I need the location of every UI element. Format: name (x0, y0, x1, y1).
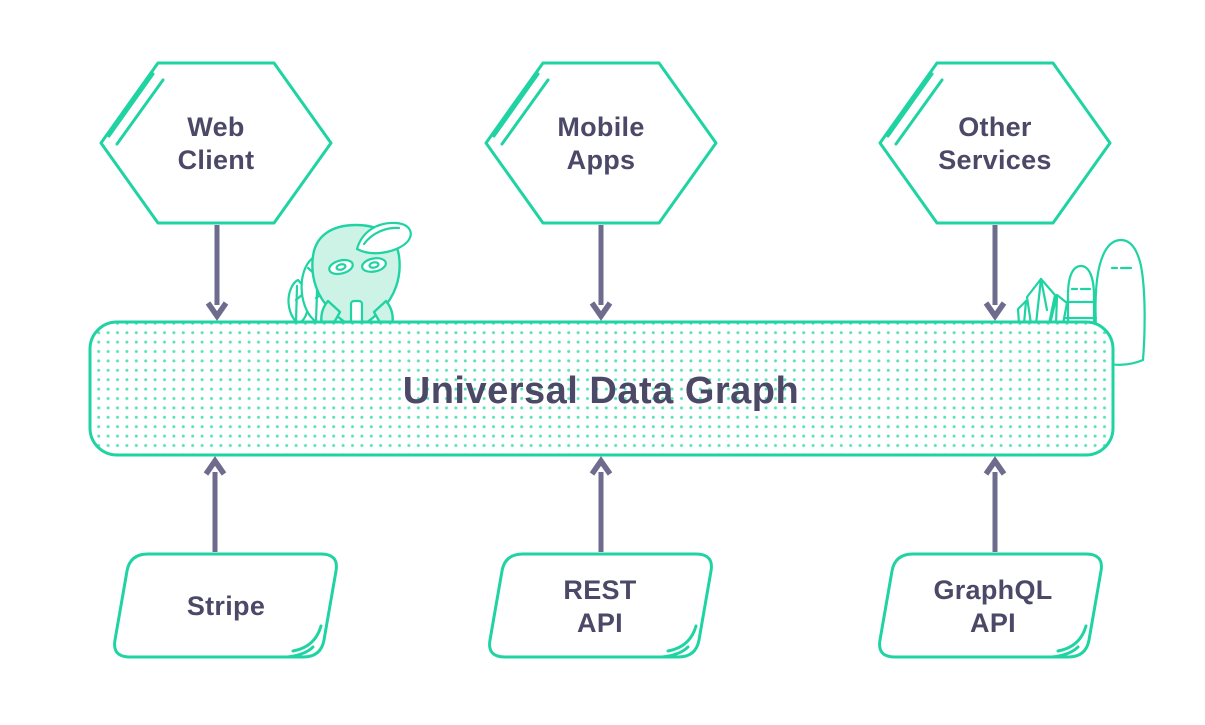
node-label-line1: Web (187, 112, 244, 142)
arrow-down-web-client (205, 225, 229, 321)
node-label-line1: Other (958, 112, 1032, 142)
ghost-eye-right-icon (361, 257, 387, 273)
universal-data-graph-bar: Universal Data Graph (88, 320, 1115, 457)
node-label-line2: Services (938, 145, 1052, 175)
node-label-line2: Apps (567, 145, 636, 175)
hexagon-node-other-services: Other Services (878, 61, 1112, 225)
halo-leaf-icon (355, 221, 412, 255)
ghost-eye-left-icon (328, 258, 354, 276)
node-label-line1: REST (563, 575, 636, 605)
arrow-up-rest-api (589, 456, 613, 552)
hexagon-node-mobile-apps: Mobile Apps (484, 61, 718, 225)
node-label-line1: Stripe (187, 591, 265, 621)
box-node-stripe: Stripe (113, 552, 338, 659)
hexagon-accent-lines (886, 72, 944, 146)
arrow-up-graphql-api (983, 456, 1007, 552)
node-label-line2: Client (178, 145, 255, 175)
arrow-down-other-services (983, 225, 1007, 321)
hexagon-accent-lines (107, 72, 165, 146)
bar-title: Universal Data Graph (403, 370, 799, 412)
ghost-mascot-illustration (287, 221, 412, 329)
hexagon-node-web-client: Web Client (99, 61, 333, 225)
box-node-graphql-api: GraphQL API (878, 552, 1103, 659)
box-node-rest-api: REST API (488, 552, 713, 659)
arrow-down-mobile-apps (589, 225, 613, 321)
corner-accent-lines (285, 624, 323, 659)
arrow-up-stripe (203, 456, 227, 552)
corner-accent-lines (660, 624, 698, 659)
node-label-line1: GraphQL (933, 575, 1052, 605)
stone-small-icon (1066, 264, 1096, 326)
node-label-line2: API (577, 608, 623, 638)
node-label-line1: Mobile (557, 112, 644, 142)
crystal-cluster-icon (1016, 277, 1069, 326)
node-label-line2: API (970, 608, 1016, 638)
ghost-head-icon (311, 221, 412, 329)
corner-accent-lines (1050, 624, 1088, 659)
hexagon-accent-lines (492, 72, 550, 146)
